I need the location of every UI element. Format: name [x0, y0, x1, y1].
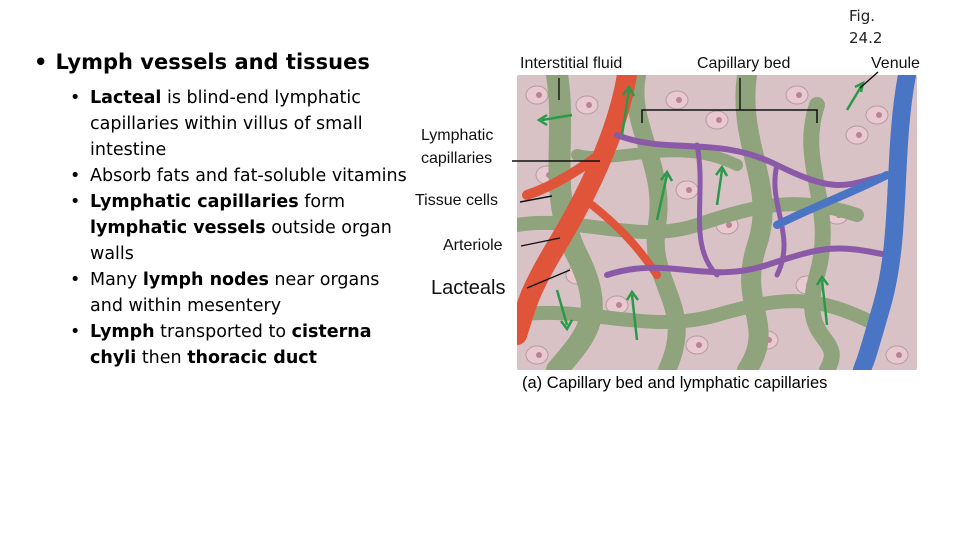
- cell-nucleus: [616, 302, 622, 308]
- main-bullet-text: Lymph vessels and tissues: [55, 50, 370, 74]
- bold-term: cisterna chyli: [90, 322, 372, 368]
- figure-caption: (a) Capillary bed and lymphatic capillar…: [522, 374, 828, 392]
- bold-term: Lymphatic capillaries: [90, 192, 299, 212]
- cell-nucleus: [686, 187, 692, 193]
- cell-nucleus: [876, 112, 882, 118]
- cell-nucleus: [676, 97, 682, 103]
- cell-nucleus: [716, 117, 722, 123]
- flow-arrows: [536, 80, 865, 341]
- figure-reference: Fig. 24.2: [849, 5, 882, 49]
- sub-bullet-item: Lymphatic capillaries form lymphatic ves…: [70, 189, 410, 267]
- label-interstitial-fluid: Interstitial fluid: [520, 55, 623, 72]
- label-arteriole: Arteriole: [443, 237, 503, 254]
- sub-bullet-item: Many lymph nodes near organs and within …: [70, 267, 410, 319]
- label-capillary-bed: Capillary bed: [697, 55, 791, 72]
- fig-ref-line1: Fig.: [849, 7, 875, 25]
- bullet-dot: •: [34, 50, 48, 74]
- bullet-text: outside organ walls: [90, 218, 392, 264]
- lymphatic-vessels: [517, 75, 884, 370]
- cell-nucleus: [856, 132, 862, 138]
- bullet-text: Many: [90, 270, 143, 290]
- bold-term: thoracic duct: [187, 348, 318, 368]
- bold-term: lymphatic vessels: [90, 218, 266, 238]
- cell-nucleus: [586, 102, 592, 108]
- capillary-bed-bracket: [641, 109, 818, 123]
- bold-term: Lacteal: [90, 88, 162, 108]
- label-lacteals: Lacteals: [431, 277, 506, 299]
- venule-vessels: [773, 75, 916, 370]
- fig-ref-line2: 24.2: [849, 29, 883, 47]
- bullet-text: is blind-end lymphatic capillaries withi…: [90, 88, 363, 160]
- cell-nucleus: [796, 92, 802, 98]
- bullet-text: then: [136, 348, 188, 368]
- label-venule: Venule: [871, 55, 920, 72]
- bullet-text: near organs and within mesentery: [90, 270, 380, 316]
- label-lymphatic-line2: capillaries: [421, 150, 493, 167]
- bold-term: Lymph: [90, 322, 155, 342]
- cell-nucleus: [696, 342, 702, 348]
- bullet-text: form: [298, 192, 346, 212]
- sub-bullet-item: Lymph transported to cisterna chyli then…: [70, 319, 410, 371]
- sub-bullet-item: Absorb fats and fat-soluble vitamins: [70, 163, 410, 189]
- bullet-text: Absorb fats and fat-soluble vitamins: [90, 166, 407, 186]
- capillary-network: [604, 132, 890, 278]
- tissue-cells-group: [525, 85, 909, 365]
- lymphatic-capillary-illustration: [517, 75, 917, 370]
- bullet-text: transported to: [154, 322, 292, 342]
- cell-nucleus: [726, 222, 732, 228]
- cell-nucleus: [896, 352, 902, 358]
- main-bullet: • Lymph vessels and tissues: [34, 50, 370, 74]
- sub-bullet-list: Lacteal is blind-end lymphatic capillari…: [70, 85, 410, 371]
- bold-term: lymph nodes: [142, 270, 269, 290]
- cell-nucleus: [536, 92, 542, 98]
- label-lymphatic-line1: Lymphatic: [421, 127, 494, 144]
- cell-nucleus: [536, 352, 542, 358]
- sub-bullet-item: Lacteal is blind-end lymphatic capillari…: [70, 85, 410, 163]
- label-tissue-cells: Tissue cells: [415, 192, 498, 209]
